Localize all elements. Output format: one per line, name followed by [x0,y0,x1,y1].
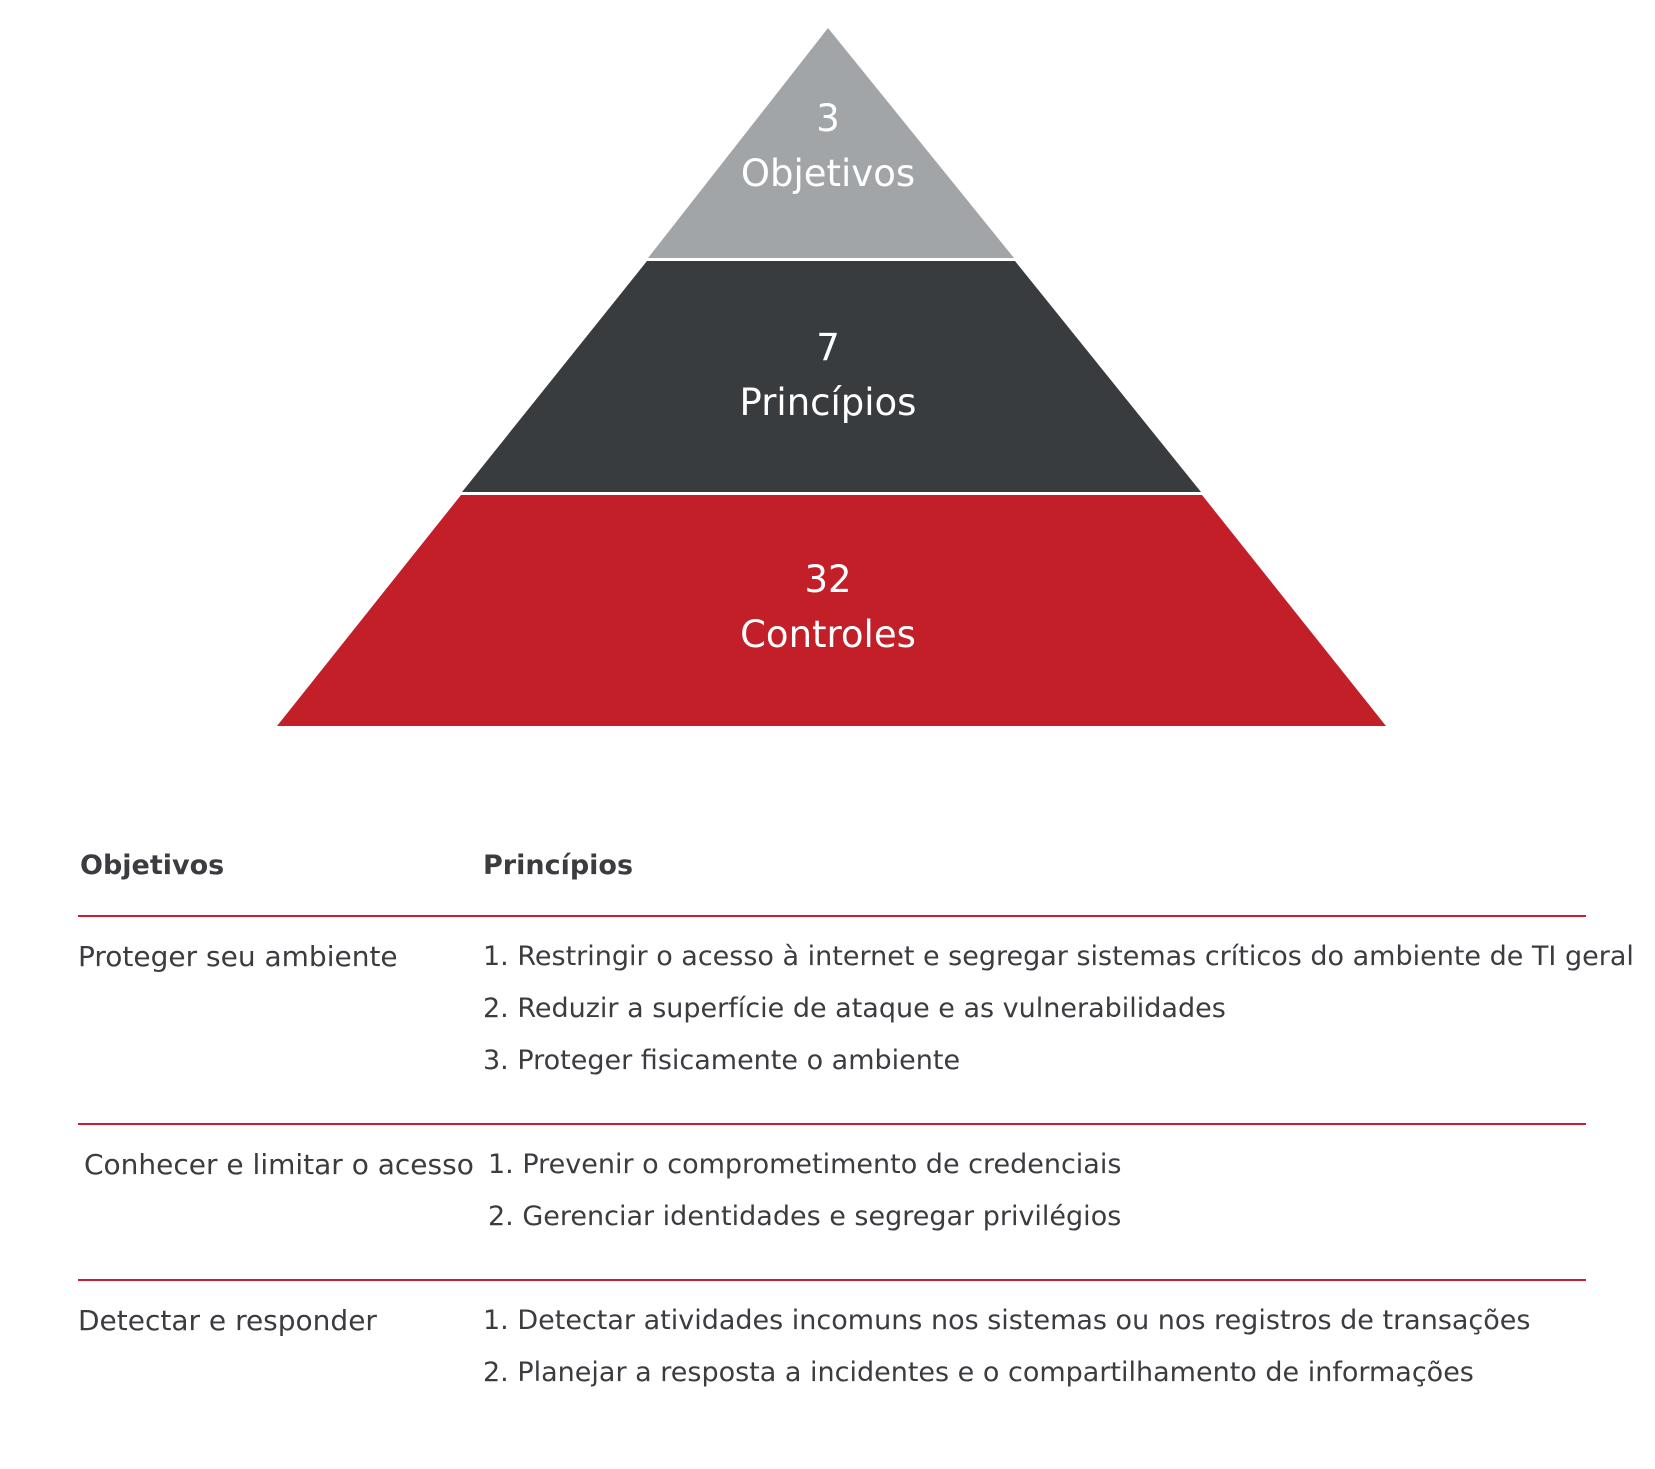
objetivo-cell: Conhecer e limitar o acesso [84,1148,474,1181]
principios-list: 1. Detectar atividades incomuns nos sist… [483,1304,1530,1408]
principio-item: 1. Detectar atividades incomuns nos sist… [483,1305,1531,1336]
pyramid-tier-objetivos [648,28,1014,258]
principios-list: 1. Restringir o acesso à internet e segr… [483,940,1634,1096]
tier-principios-number: 7 [816,326,840,369]
tier-objetivos-label: Objetivos [741,152,915,195]
principio-item: 2. Gerenciar identidades e segregar priv… [488,1201,1122,1232]
objetivo-cell: Proteger seu ambiente [78,940,398,973]
pyramid-tier-controles [277,495,1386,726]
column-header-principios: Princípios [483,850,634,881]
row-divider [78,1279,1586,1281]
header-divider [78,915,1586,917]
column-header-objetivos: Objetivos [80,850,225,881]
principios-list: 1. Prevenir o comprometimento de credenc… [488,1148,1121,1252]
row-divider [78,1123,1586,1125]
tier-objetivos-number: 3 [816,97,840,140]
principio-item: 1. Prevenir o comprometimento de credenc… [488,1149,1122,1180]
tier-principios-label: Princípios [740,381,917,424]
principio-item: 2. Planejar a resposta a incidentes e o … [483,1357,1474,1388]
pyramid-tier-principios [462,261,1201,492]
objetivos-principios-table: Objetivos Princípios Proteger seu ambien… [78,0,1634,1469]
principio-item: 2. Reduzir a superfície de ataque e as v… [483,993,1226,1024]
tier-controles-label: Controles [740,613,916,656]
objetivo-cell: Detectar e responder [78,1304,377,1337]
tier-controles-number: 32 [804,558,851,601]
principio-item: 1. Restringir o acesso à internet e segr… [483,941,1634,972]
pyramid-diagram: 3 Objetivos 7 Princípios 32 Controles [277,28,1386,726]
principio-item: 3. Proteger fisicamente o ambiente [483,1045,961,1076]
